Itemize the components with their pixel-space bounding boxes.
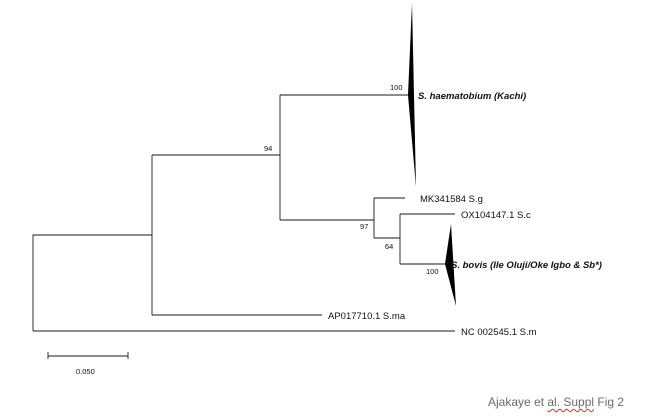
caption-prefix: Ajakaye et bbox=[488, 395, 548, 409]
scale-bar: 0.050 bbox=[47, 352, 129, 376]
leaf-label-sc: OX104147.1 S.c bbox=[461, 210, 531, 221]
clade-label-haematobium: S. haematobium (Kachi) bbox=[418, 91, 526, 102]
bovis-clade-triangle bbox=[445, 224, 456, 306]
bootstrap-haematobium: 100 bbox=[390, 83, 403, 92]
caption-suffix: Fig 2 bbox=[594, 395, 625, 409]
figure-caption: Ajakaye et al. Suppl Fig 2 bbox=[488, 395, 624, 409]
bootstrap-bovis: 100 bbox=[426, 267, 439, 276]
branch-root bbox=[32, 234, 152, 331]
leaf-label-sma: AP017710.1 S.ma bbox=[328, 311, 406, 322]
bootstrap-node64: 64 bbox=[385, 242, 393, 251]
haematobium-clade-triangle bbox=[408, 3, 416, 187]
scale-bar-label: 0.050 bbox=[76, 367, 95, 376]
clade-label-bovis: S. bovis (Ile Oluji/Oke Igbo & Sb*) bbox=[451, 260, 602, 271]
leaf-label-sm: NC 002545.1 S.m bbox=[461, 327, 537, 338]
leaf-label-sg: MK341584 S.g bbox=[420, 194, 483, 205]
caption-underlined: al. Suppl bbox=[547, 395, 595, 409]
bootstrap-node94: 94 bbox=[264, 144, 272, 153]
bootstrap-node97: 97 bbox=[360, 222, 368, 231]
